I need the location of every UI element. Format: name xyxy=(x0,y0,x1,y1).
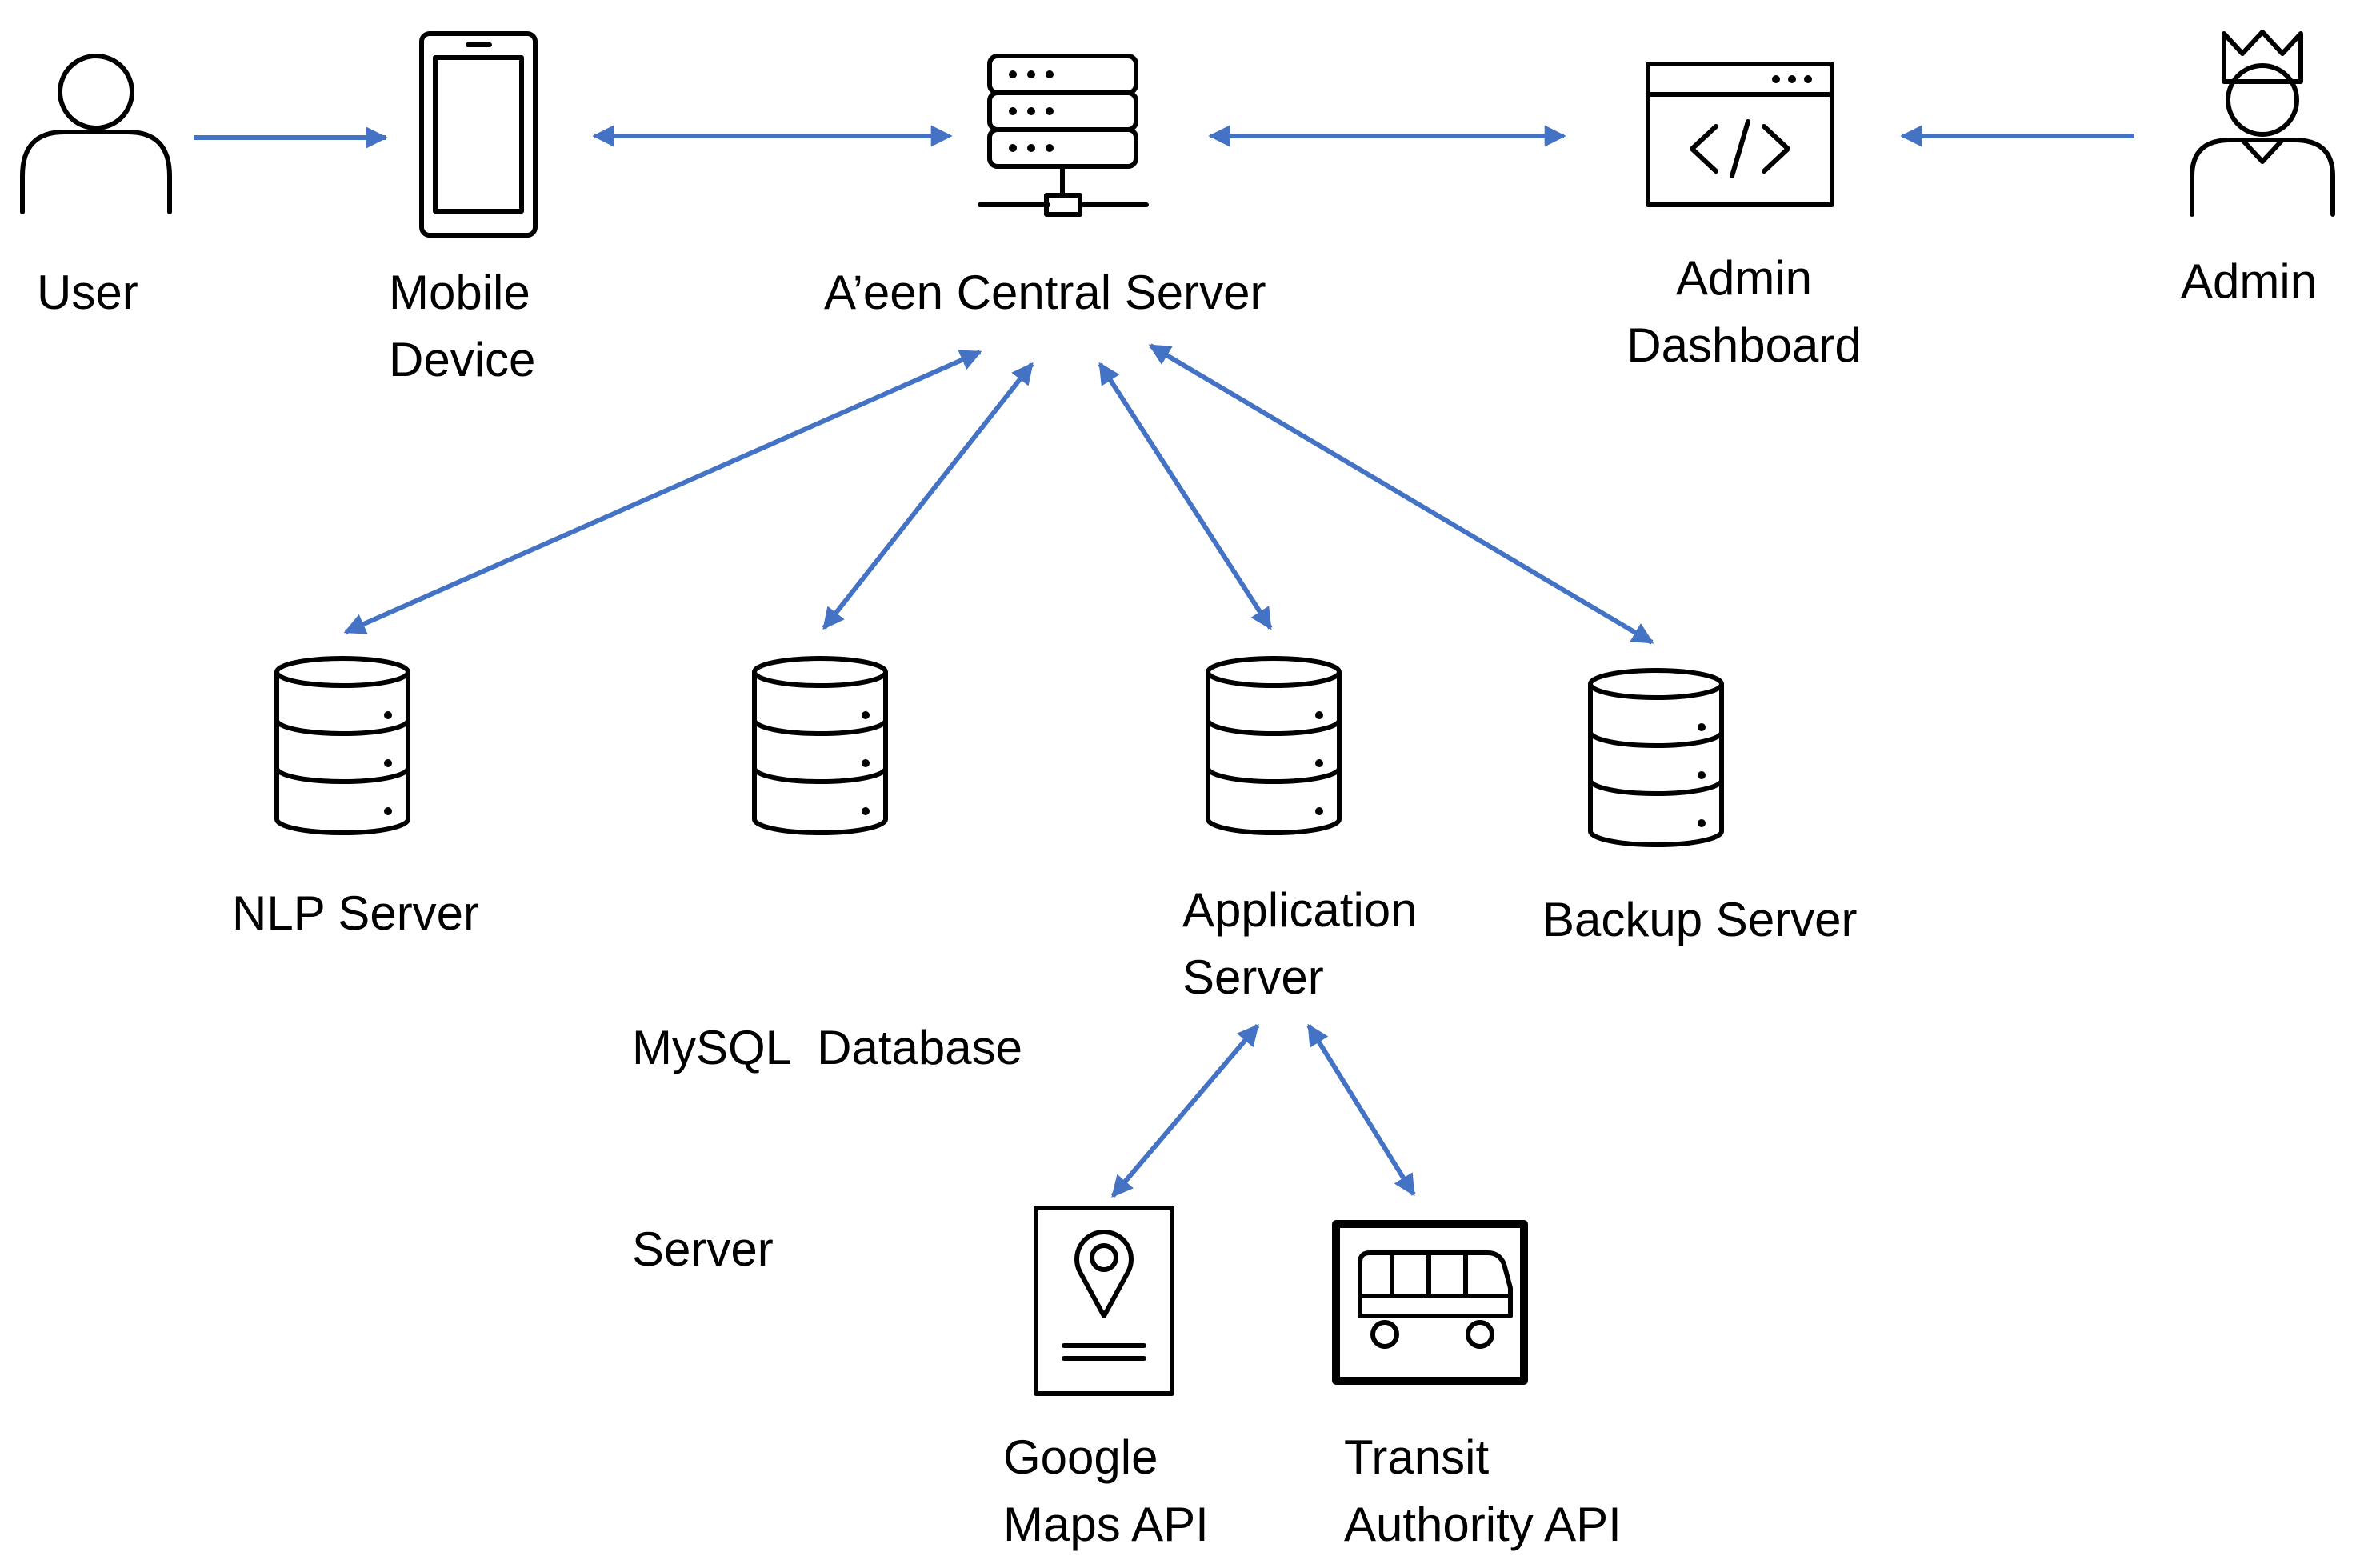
label-line: Admin xyxy=(1675,251,1813,305)
label-line: Mobile xyxy=(389,266,530,319)
label-line: User xyxy=(37,266,138,319)
database-icon xyxy=(752,656,888,835)
server-rack-icon xyxy=(978,54,1149,217)
node-label-application-server: Application Server xyxy=(1182,877,1418,1011)
label-line: NLP Server xyxy=(232,886,480,940)
node-label-user: User xyxy=(37,259,138,326)
user-icon xyxy=(20,54,172,214)
arrow-appserver-transit xyxy=(1306,1023,1416,1197)
database-icon xyxy=(1588,668,1724,847)
node-label-mysql-database-server: MySQL Database Server xyxy=(632,880,1022,1350)
code-window-icon xyxy=(1646,62,1834,207)
arrow-central-backup xyxy=(1148,343,1654,645)
node-label-central-server: A’een Central Server xyxy=(824,259,1266,326)
database-icon xyxy=(274,656,410,835)
node-label-backup-server: Backup Server xyxy=(1542,886,1858,954)
node-label-mobile-device: Mobile Device xyxy=(389,259,535,394)
node-label-admin-dashboard: Admin Dashboard xyxy=(1600,245,1888,379)
node-label-nlp-server: NLP Server xyxy=(232,880,479,947)
admin-crown-user-icon xyxy=(2190,30,2335,217)
arrow-central-nlp xyxy=(343,350,982,634)
node-label-transit-authority-api: Transit Authority API xyxy=(1344,1424,1622,1558)
node-label-admin: Admin xyxy=(2181,248,2317,315)
database-icon xyxy=(1206,656,1342,835)
node-label-google-maps-api: Google Maps API xyxy=(1003,1424,1209,1558)
mobile-phone-icon xyxy=(419,31,538,238)
label-line: Application xyxy=(1182,883,1418,937)
map-pin-document-icon xyxy=(1034,1206,1174,1396)
label-line: Device xyxy=(389,333,536,386)
label-line: Google xyxy=(1003,1430,1158,1484)
arrow-central-mysql xyxy=(822,362,1034,630)
label-line: Admin xyxy=(2181,254,2318,308)
label-line: Backup Server xyxy=(1542,893,1858,946)
arrow-appserver-gmaps xyxy=(1110,1023,1260,1198)
label-line: MySQL Database xyxy=(632,1021,1022,1074)
label-line: Transit xyxy=(1344,1430,1490,1484)
label-line: Server xyxy=(1182,950,1324,1004)
label-line: A’een Central Server xyxy=(824,266,1266,319)
label-line: Maps API xyxy=(1003,1498,1209,1551)
bus-icon xyxy=(1332,1220,1528,1385)
connection-arrows xyxy=(194,125,2134,1198)
label-line: Server xyxy=(632,1222,774,1276)
label-line: Authority API xyxy=(1344,1498,1622,1551)
label-line: Dashboard xyxy=(1626,318,1862,372)
